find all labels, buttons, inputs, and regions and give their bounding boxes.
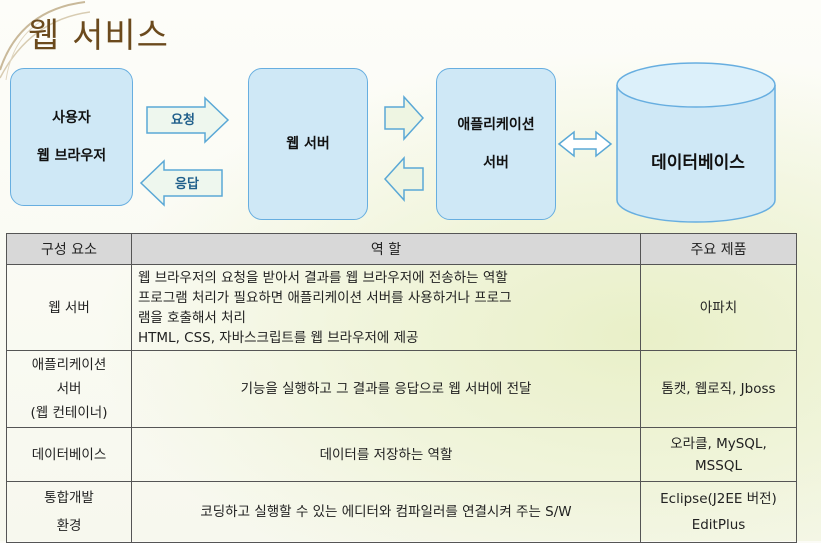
diagram-shapes: 요청 응답 데이터베이스 xyxy=(139,62,776,223)
app-server-box: 애플리케이션 서버 xyxy=(436,68,556,220)
app-server-label-line-2: 서버 xyxy=(483,154,509,171)
request-label: 요청 xyxy=(171,112,195,128)
cell-role: 기능을 실행하고 그 결과를 응답으로 웹 서버에 전달 xyxy=(131,350,641,428)
backward-arrow xyxy=(383,156,424,202)
cell-products: 아파치 xyxy=(640,264,797,351)
web-server-label: 웹 서버 xyxy=(286,135,330,152)
table-row: 애플리케이션 서버 (웹 컨테이너) 기능을 실행하고 그 결과를 응답으로 웹… xyxy=(6,350,797,428)
header-role: 역 할 xyxy=(131,233,641,265)
database-label: 데이터베이스 xyxy=(651,153,745,173)
cell-component: 통합개발 환경 xyxy=(6,481,132,543)
header-component: 구성 요소 xyxy=(6,233,132,265)
database-cylinder xyxy=(616,62,776,223)
client-label-line-1: 사용자 xyxy=(52,109,91,126)
decorative-swirl xyxy=(0,1,90,80)
slide-title: 웹 서비스 xyxy=(28,16,169,56)
cell-products: 톰캣, 웹로직, Jboss xyxy=(640,350,797,428)
request-arrow xyxy=(146,96,230,144)
cell-component: 애플리케이션 서버 (웹 컨테이너) xyxy=(6,350,132,428)
client-box: 사용자 웹 브라우저 xyxy=(10,68,133,206)
cell-products: Eclipse(J2EE 버전) EditPlus xyxy=(640,481,797,543)
cell-component: 웹 서버 xyxy=(6,264,132,351)
forward-arrow xyxy=(384,95,425,141)
response-label: 응답 xyxy=(175,177,199,192)
table-header-row: 구성 요소 역 할 주요 제품 xyxy=(6,233,797,265)
header-products: 주요 제품 xyxy=(640,233,797,265)
web-server-box: 웹 서버 xyxy=(248,68,368,220)
table-row: 웹 서버 웹 브라우저의 요청을 받아서 결과를 웹 브라우저에 전송하는 역할… xyxy=(6,264,797,351)
response-arrow xyxy=(139,159,223,207)
cell-products: 오라클, MySQL, MSSQL xyxy=(640,427,797,482)
table-row: 데이터베이스 데이터를 저장하는 역할 오라클, MySQL, MSSQL xyxy=(6,427,797,482)
components-table: 구성 요소 역 할 주요 제품 웹 서버 웹 브라우저의 요청을 받아서 결과를… xyxy=(6,233,797,543)
cell-component: 데이터베이스 xyxy=(6,427,132,482)
cell-role: 코딩하고 실행할 수 있는 에디터와 컴파일러를 연결시켜 주는 S/W xyxy=(131,481,641,543)
table-row: 통합개발 환경 코딩하고 실행할 수 있는 에디터와 컴파일러를 연결시켜 주는… xyxy=(6,481,797,543)
cell-role: 데이터를 저장하는 역할 xyxy=(131,427,641,482)
client-label-line-2: 웹 브라우저 xyxy=(36,147,107,164)
database-double-arrow xyxy=(557,130,613,158)
architecture-diagram: 사용자 웹 브라우저 웹 서버 애플리케이션 서버 요청 응답 데이터베이스 xyxy=(0,60,821,230)
cell-role: 웹 브라우저의 요청을 받아서 결과를 웹 브라우저에 전송하는 역할 프로그램… xyxy=(131,264,641,351)
app-server-label-line-1: 애플리케이션 xyxy=(457,116,535,133)
